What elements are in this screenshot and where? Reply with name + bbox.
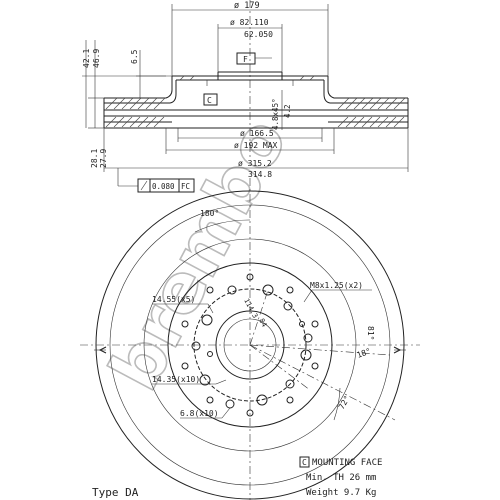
dim-chamfer: 4.8x45° — [271, 98, 280, 130]
type-label: Type DA — [92, 486, 139, 499]
flatness-ref: FC — [181, 182, 190, 191]
label-a18: 18° — [356, 346, 373, 359]
section-view: ø 179 ø 82.110 62.050 F C 42.1 46.9 6.5 … — [82, 0, 409, 193]
label-holes10: 14.35(x10) — [152, 375, 200, 384]
flatness-value: 0.080 — [152, 182, 175, 191]
wheel-holes — [191, 285, 313, 409]
mounting-box: C — [302, 458, 307, 467]
datum-c: C — [207, 96, 212, 105]
mounting-face-text: MOUNTING FACE — [312, 458, 382, 468]
dim-h46: 46.9 — [92, 49, 101, 68]
small-holes — [181, 273, 319, 417]
dim-d192: ø 192 MAX — [234, 141, 278, 150]
label-small10: 6.8(x10) — [180, 409, 219, 418]
dim-h65: 6.5 — [130, 49, 139, 64]
label-thread: M8x1.25(x2) — [310, 281, 363, 290]
label-d81: 81° — [366, 326, 375, 340]
angle-180: 180° — [200, 209, 219, 218]
label-d114: 114.3 — [242, 297, 259, 319]
notes: C MOUNTING FACE Min. TH 26 mm Weight 9.7… — [92, 456, 382, 499]
label-d84: 84 — [257, 317, 268, 328]
mounting-holes — [199, 284, 312, 406]
dim-h27: 27.9 — [99, 149, 108, 168]
min-thickness: Min. TH 26 mm — [306, 473, 376, 483]
dim-h42b: 4.2 — [283, 104, 292, 118]
dim-d179: ø 179 — [234, 1, 260, 11]
dim-d82: ø 82.110 — [230, 18, 269, 27]
label-holes5: 14.55(x5) — [152, 295, 195, 304]
dim-h28: 28.1 — [90, 149, 99, 168]
tolerance-f: F — [243, 55, 248, 64]
dim-d166: ø 166.5 — [240, 129, 274, 138]
dim-d315: ø 315.2 — [238, 159, 272, 168]
weight: Weight 9.7 Kg — [306, 488, 376, 498]
dim-d314: 314.8 — [248, 170, 272, 179]
dim-d62: 62.050 — [244, 30, 273, 39]
dim-h42: 42.1 — [82, 49, 91, 68]
